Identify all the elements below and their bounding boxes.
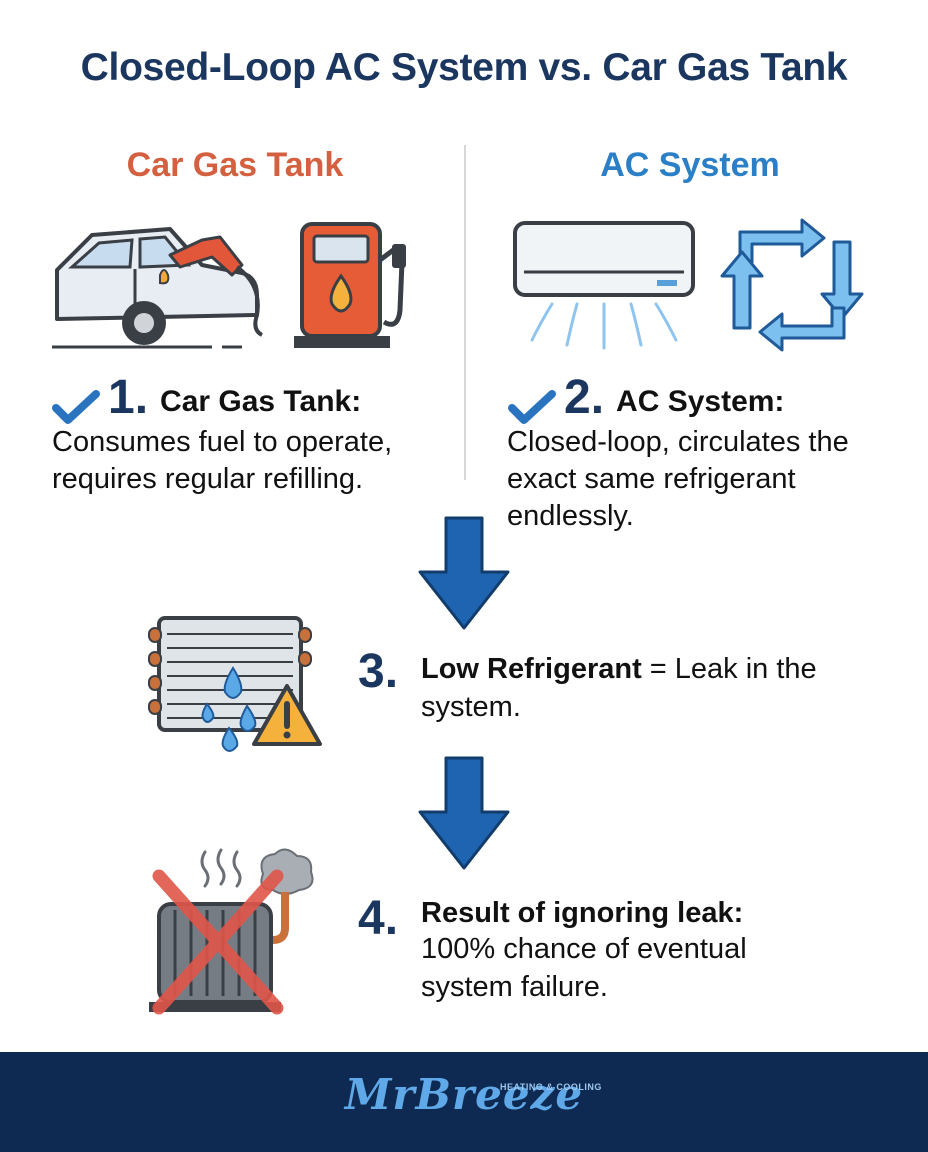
page-title: Closed-Loop AC System vs. Car Gas Tank [80,46,848,89]
step3-rest: = Leak in the system. [421,653,817,723]
gas-pump-icon [294,222,406,348]
broken-compressor-icon [149,848,314,1015]
step3-bold: Low Refrigerant [421,653,642,685]
ac-unit-icon [513,221,695,350]
check-icon [508,390,556,424]
brand-logo: MrBreeze [344,1070,584,1119]
check-icon [52,390,100,424]
step3-number: 3. [358,645,399,698]
car-refuel-icon [52,227,264,349]
step4-description: 100% chance of eventual system failure. [421,933,747,1003]
footer-banner: MrBreeze HEATING & COOLING [0,1052,928,1152]
down-arrow-icon [418,756,510,870]
step1-heading: 1. Car Gas Tank: [52,372,361,424]
step3-text: Low Refrigerant = Leak in the system. [421,650,841,726]
step4-title: Result of ignoring leak: [421,897,744,929]
brand-tagline: HEATING & COOLING [500,1082,602,1092]
column-divider [464,145,466,480]
step2-heading: 2. AC System: [508,372,784,424]
cycle-arrows-icon [720,218,864,352]
step4-number: 4. [358,892,399,945]
step1-description: Consumes fuel to operate, requires regul… [52,426,393,495]
leaking-coil-icon [148,616,312,752]
step1-number: 1. [108,371,149,424]
warning-icon [252,684,322,746]
down-arrow-icon [418,516,510,630]
step2-description: Closed-loop, circulates the exact same r… [507,426,849,532]
ac-system-heading: AC System [600,146,780,184]
step2-title: AC System: [616,385,785,418]
step2-number: 2. [564,371,605,424]
car-gas-tank-heading: Car Gas Tank [126,146,344,184]
step1-title: Car Gas Tank: [160,385,362,418]
